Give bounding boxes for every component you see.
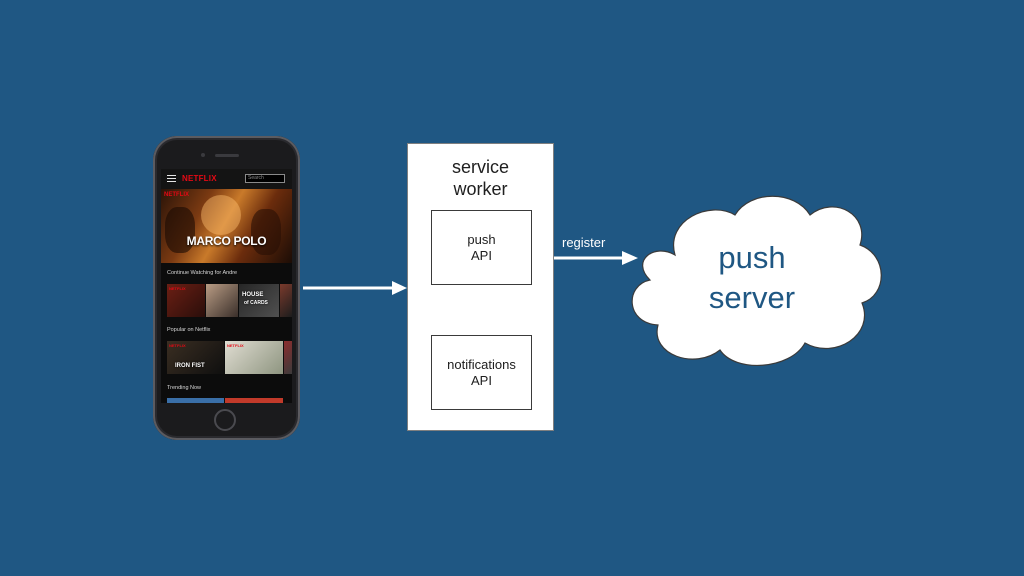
thumbnail[interactable]: NETFLIX [225,341,283,374]
cloud-shape [631,195,882,367]
house-of-cards-subtitle: of CARDS [244,300,268,306]
netflix-logo: NETFLIX [182,174,217,183]
netflix-top-bar: NETFLIX Search [161,169,292,189]
thumbnail[interactable]: NETFLIX IRON FIST [167,341,224,374]
phone-home-button [214,409,236,431]
thumbnail[interactable]: NETFLIX [167,284,205,317]
push-api-box: push API [431,210,532,285]
service-worker-title: service worker [451,157,509,199]
thumbnail[interactable]: HOUSE of CARDS [239,284,279,317]
hero-banner[interactable]: NETFLIX MARCO POLO [161,189,292,263]
phone-camera [201,153,205,157]
hero-title: MARCO POLO [186,234,267,248]
search-input[interactable]: Search [245,174,285,183]
iron-fist-title: IRON FIST [175,363,205,369]
smartphone: NETFLIX Search NETFLIX MARCO POLO Contin… [153,136,300,440]
house-of-cards-title: HOUSE [242,292,264,298]
push-api-label-line1: push [467,231,496,247]
register-arrowhead [622,251,638,265]
phone-screen: NETFLIX Search NETFLIX MARCO POLO Contin… [161,169,292,403]
push-server-label: push server [708,240,796,315]
thumbnail[interactable] [167,398,224,403]
notifications-api-label-line1: notifications [447,356,516,372]
notifications-api-label-line2: API [471,372,492,388]
push-api-label-line2: API [471,247,492,263]
thumbnail[interactable] [225,398,283,403]
thumbnail[interactable] [280,284,292,317]
phone-to-service-worker-arrowhead [392,281,407,295]
thumbnail[interactable] [206,284,238,317]
row-label-continue-watching: Continue Watching for Andre [167,270,238,276]
register-label: register [562,235,606,250]
row-label-popular: Popular on Netflix [167,327,211,333]
row-label-trending: Trending Now [167,385,202,391]
phone-speaker [215,154,239,157]
hamburger-menu-icon[interactable] [167,175,176,182]
hero-netflix-badge: NETFLIX [164,192,189,198]
notifications-api-box: notifications API [431,335,532,410]
thumbnail[interactable] [284,341,292,374]
